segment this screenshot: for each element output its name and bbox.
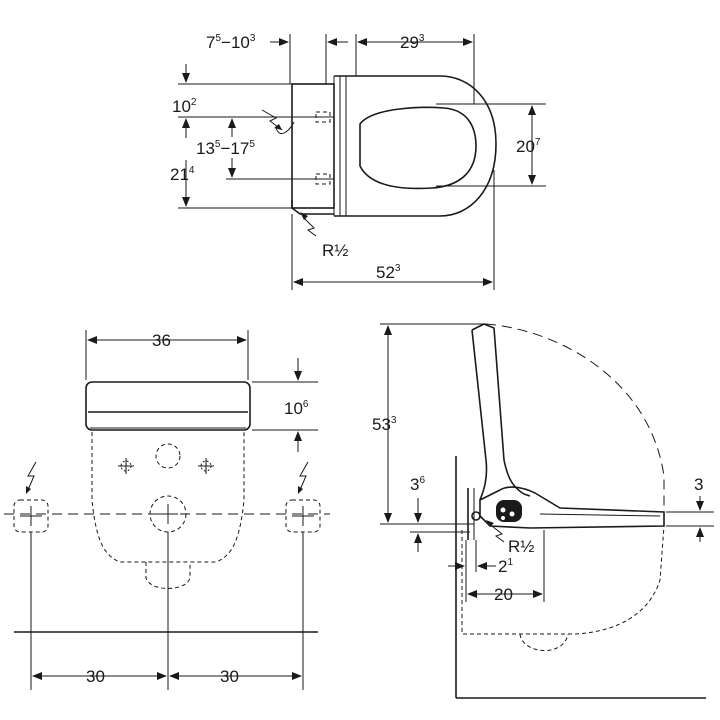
connection-depth-label: 20 [494, 585, 513, 604]
side-bowl-dashed [461, 525, 665, 635]
tank-unit-outline [291, 83, 335, 209]
svg-text:293: 293 [400, 33, 425, 52]
side-view: 533 36 3 R½ 21 20 [372, 323, 714, 699]
top-water-connection-label: R½ [322, 241, 348, 260]
hinge-depth-sup: 1 [507, 557, 513, 568]
side-water-connection-label: R½ [508, 537, 534, 556]
unit-width-label: 36 [152, 331, 171, 350]
svg-text:106: 106 [284, 399, 309, 418]
bowl-width-sup: 7 [535, 137, 541, 148]
total-depth-main: 52 [376, 263, 395, 282]
unit-height-main: 10 [284, 399, 303, 418]
svg-text:523: 523 [376, 263, 401, 282]
width-range-sup2: 3 [250, 33, 256, 44]
connection-spacing-sup2: 5 [249, 139, 255, 150]
hinge-point [471, 511, 481, 521]
svg-text:533: 533 [372, 415, 397, 434]
width-range-sup1: 5 [215, 33, 221, 44]
connection-height-sup: 2 [191, 97, 197, 108]
width-range-mid: −10 [221, 33, 250, 52]
top-view: 75−103 293 102 135−175 214 207 R½ [170, 33, 546, 290]
lid-height-main: 53 [372, 415, 391, 434]
seat-depth-sup: 3 [419, 33, 425, 44]
svg-text:214: 214 [170, 165, 195, 184]
lid-swing-arc [485, 323, 665, 512]
bowl-outline-dashed [91, 432, 245, 563]
bowl-opening [359, 106, 477, 190]
seat-unit-outline [85, 381, 251, 431]
connection-spacing-sup1: 5 [215, 139, 221, 150]
right-spacing-label: 30 [220, 667, 239, 686]
total-depth-sup: 3 [395, 263, 401, 274]
left-spacing-label: 30 [86, 667, 105, 686]
left-electric-icon [27, 461, 37, 491]
unit-height-sup: 6 [303, 399, 309, 410]
lid-height-sup: 3 [391, 415, 397, 426]
width-range-main: 7 [206, 33, 215, 52]
svg-text:36: 36 [410, 475, 425, 494]
hinge-height-main: 3 [410, 475, 419, 494]
svg-text:135−175: 135−175 [196, 139, 255, 158]
svg-text:75−103: 75−103 [206, 33, 256, 52]
control-panel [496, 500, 522, 522]
svg-text:21: 21 [498, 557, 513, 576]
bowl-width-main: 20 [516, 137, 535, 156]
svg-text:207: 207 [516, 137, 541, 156]
seat-outline-side [479, 486, 665, 529]
connection-spacing-mid: −17 [220, 139, 249, 158]
electric-icon [261, 109, 283, 131]
lid-outline [471, 323, 531, 497]
seat-outline [334, 75, 497, 217]
lower-offset-sup: 4 [189, 165, 195, 176]
svg-text:102: 102 [172, 97, 197, 116]
lower-offset-main: 21 [170, 165, 189, 184]
seat-offset-label: 3 [694, 475, 703, 494]
hinge-height-sup: 6 [419, 475, 425, 486]
front-view: 36 106 30 30 [4, 330, 330, 690]
hinge-depth-main: 2 [498, 557, 507, 576]
connection-spacing-main: 13 [196, 139, 215, 158]
seat-depth-main: 29 [400, 33, 419, 52]
connection-height-main: 10 [172, 97, 191, 116]
right-electric-icon [299, 461, 309, 491]
